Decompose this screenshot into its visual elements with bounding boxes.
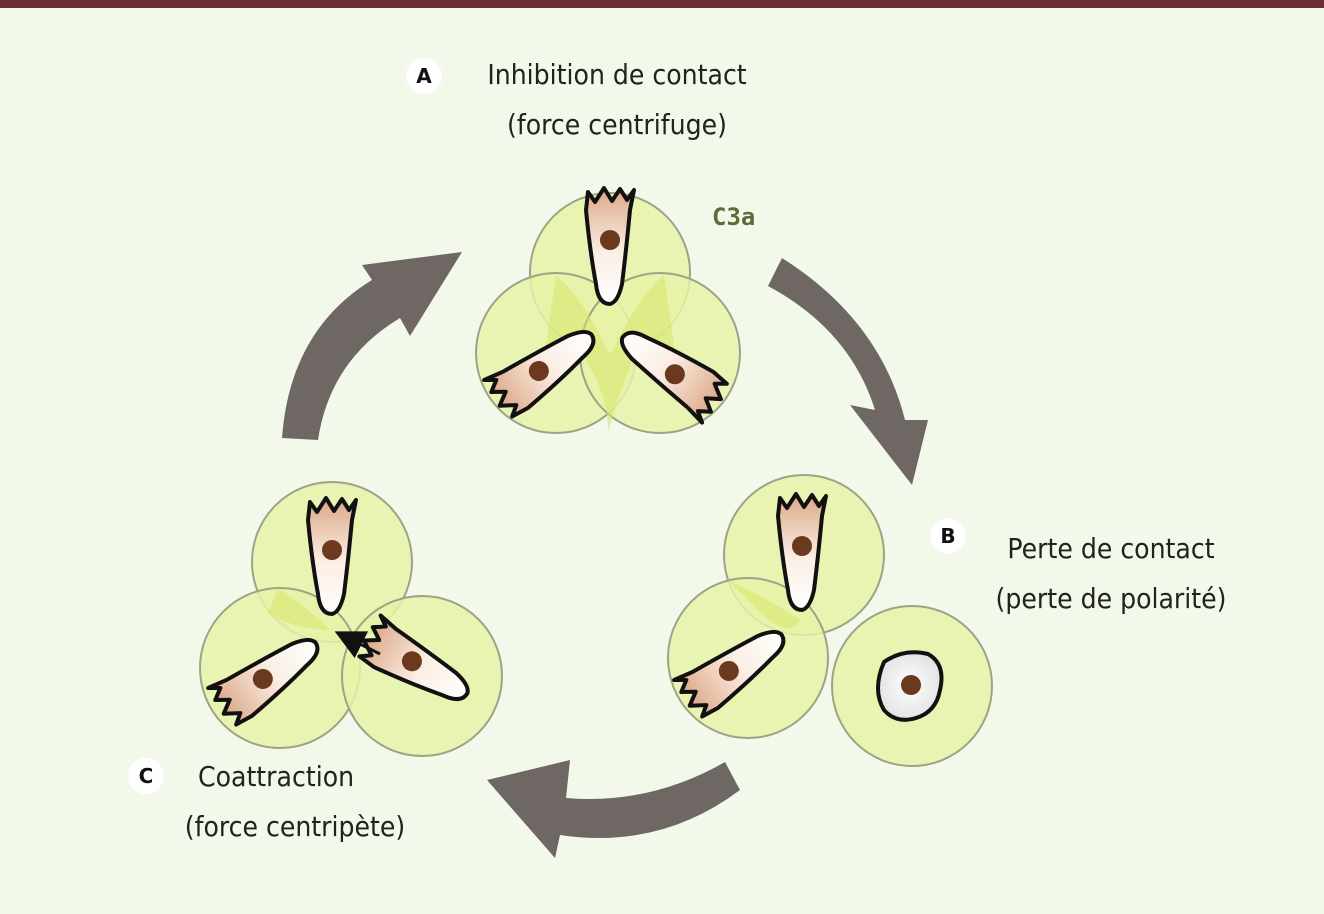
cycle-arrow-b-to-c [487,760,740,858]
attraction-arrow [334,631,381,659]
cycle-arrow-c-to-a [282,252,462,440]
stage-b-subtitle: (perte de polarité) [995,582,1227,615]
stage-a-badge: A [406,58,442,94]
stage-c-subtitle: (force centripète) [184,810,406,843]
nucleus [901,675,921,695]
overlap-zone [580,352,636,432]
stage-c-badge: C [128,758,164,794]
top-accent-bar [0,0,1324,8]
cycle-arrows [282,252,928,858]
cluster-a [475,186,741,434]
cycle-arrow-a-to-b [768,258,928,485]
stage-a-title: Inhibition de contact [487,58,747,91]
overlap-zone [268,588,330,630]
c3a-label: C3a [712,203,756,231]
stage-b-title: Perte de contact [1007,532,1215,565]
cluster-c [199,481,503,757]
cluster-b [667,474,993,767]
stage-c-title: Coattraction [198,760,355,793]
stage-a-subtitle: (force centrifuge) [507,108,727,141]
stage-b-badge: B [930,518,966,554]
overlap-zone [728,580,800,629]
